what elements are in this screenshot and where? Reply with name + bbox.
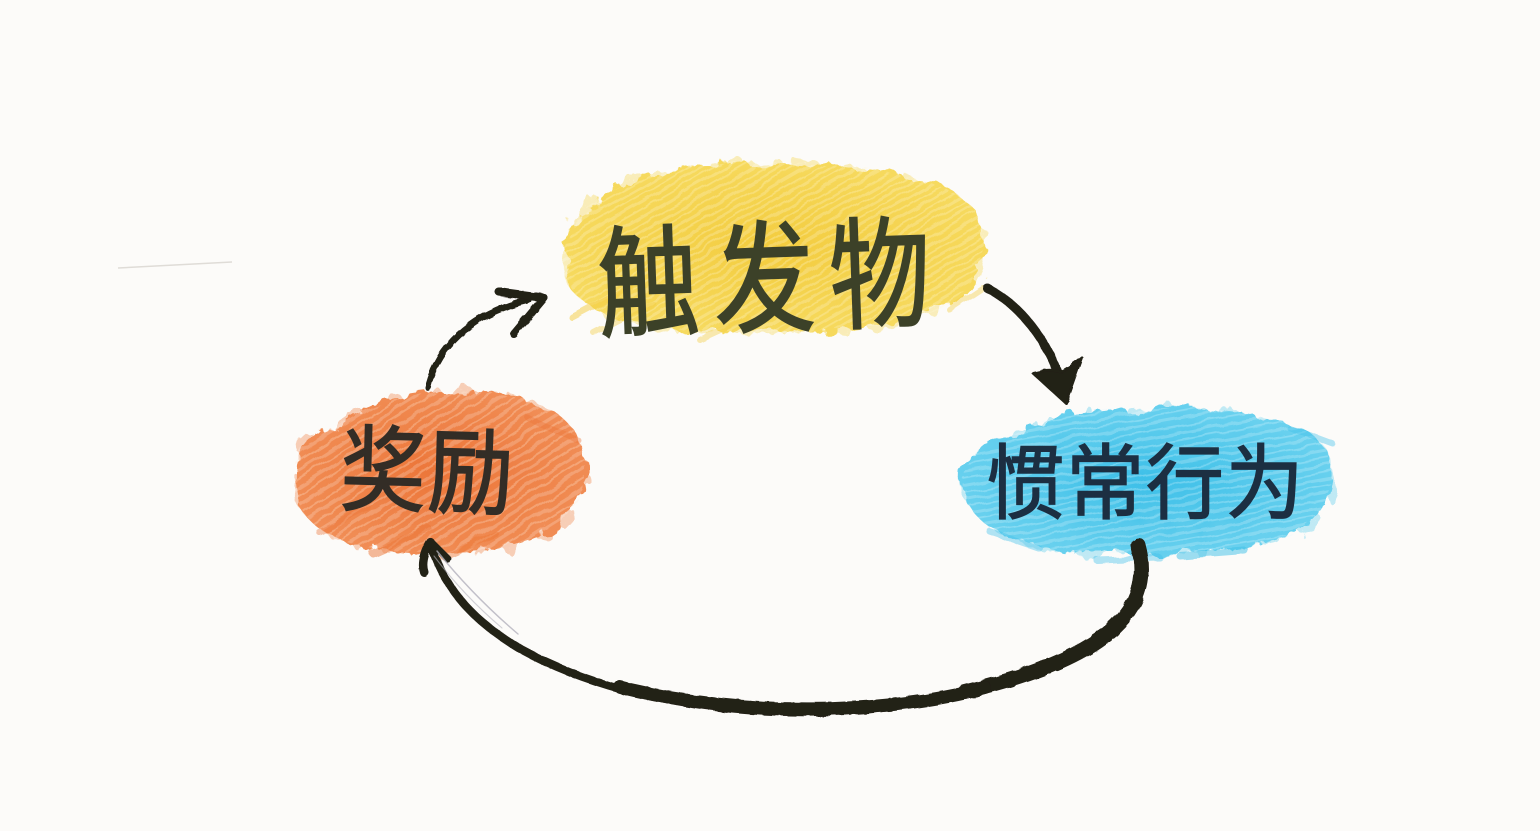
- reward-fringe-strokes: [315, 417, 581, 560]
- reward-label: 奖励: [339, 417, 517, 530]
- stray-pencil-mark: [117, 261, 233, 269]
- trigger-highlight-streaks: [563, 161, 984, 332]
- arrow-trigger-to-routine: [982, 283, 1084, 405]
- node-trigger: 触发物: [563, 161, 986, 358]
- routine-highlight-streaks: [962, 408, 1332, 554]
- node-routine: 惯常行为: [962, 408, 1336, 563]
- routine-fringe-strokes: [987, 425, 1336, 563]
- arrow-reward-to-trigger: [424, 288, 548, 391]
- pencil-sketch-lines: [433, 550, 519, 635]
- arrowhead: [1031, 356, 1084, 405]
- arrow-routine-to-reward: [418, 537, 1149, 717]
- node-reward: 奖励: [293, 391, 586, 560]
- routine-label: 惯常行为: [986, 436, 1305, 531]
- trigger-label: 触发物: [595, 204, 947, 357]
- trigger-fringe-strokes: [569, 284, 986, 343]
- reward-highlight-streaks: [293, 391, 586, 554]
